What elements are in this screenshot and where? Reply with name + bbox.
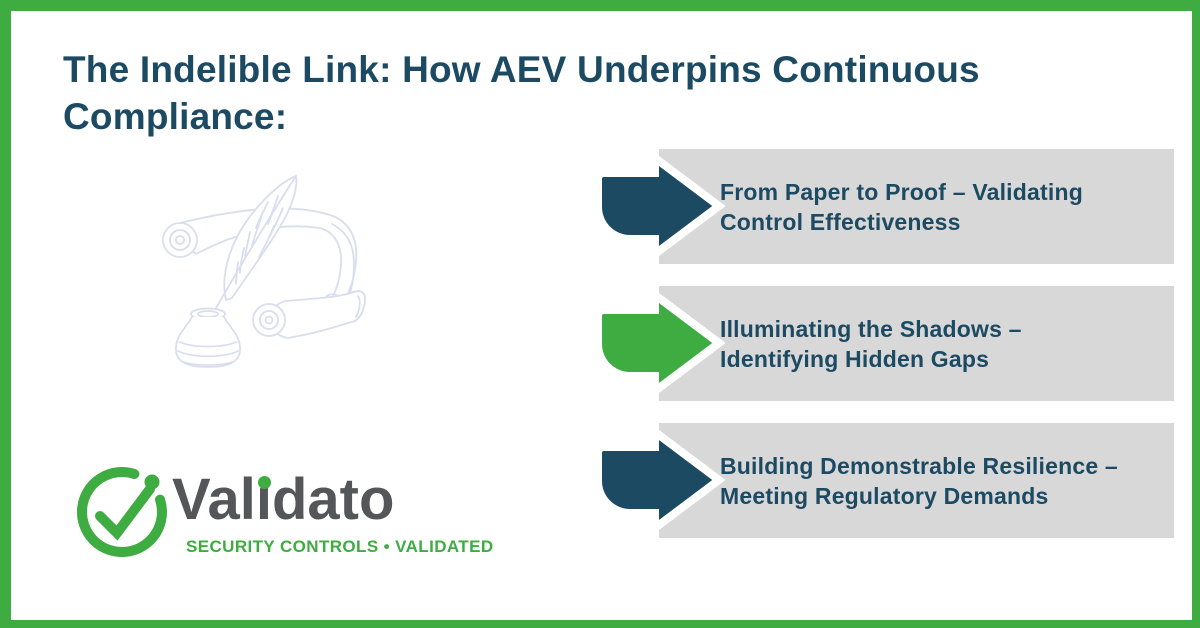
- item-text-line: Meeting Regulatory Demands: [720, 482, 1049, 509]
- wordmark-pre: Val: [172, 467, 256, 532]
- wordmark-i: ı: [255, 467, 272, 532]
- green-i-dot-icon: [257, 476, 271, 489]
- item-text: Illuminating the Shadows – Identifying H…: [720, 286, 1022, 401]
- item-text: From Paper to Proof – Validating Control…: [720, 149, 1083, 264]
- item-text-line: Control Effectiveness: [720, 208, 961, 235]
- arrow-right-icon: [602, 287, 726, 399]
- item-text: Building Demonstrable Resilience – Meeti…: [720, 423, 1118, 538]
- logo-tagline: SECURITY CONTROLS • VALIDATED: [186, 537, 494, 556]
- item-text-line: Identifying Hidden Gaps: [720, 345, 990, 372]
- arrow-right-icon: [602, 424, 726, 536]
- item-text-line: Illuminating the Shadows –: [720, 315, 1022, 342]
- wordmark-post: dato: [271, 467, 395, 532]
- compliance-item-1: From Paper to Proof – Validating Control…: [602, 149, 1174, 264]
- arrow-right-icon: [602, 150, 726, 262]
- page-title: The Indelible Link: How AEV Underpins Co…: [63, 46, 980, 140]
- title-line-2: Compliance:: [63, 96, 288, 137]
- item-text-line: Building Demonstrable Resilience –: [720, 452, 1118, 479]
- item-text-line: From Paper to Proof – Validating: [720, 178, 1083, 205]
- check-circle-icon: [77, 467, 167, 557]
- quill-inkwell-scrolls-icon: [162, 175, 367, 368]
- compliance-item-3: Building Demonstrable Resilience – Meeti…: [602, 423, 1174, 538]
- title-line-1: The Indelible Link: How AEV Underpins Co…: [63, 49, 980, 90]
- compliance-item-2: Illuminating the Shadows – Identifying H…: [602, 286, 1174, 401]
